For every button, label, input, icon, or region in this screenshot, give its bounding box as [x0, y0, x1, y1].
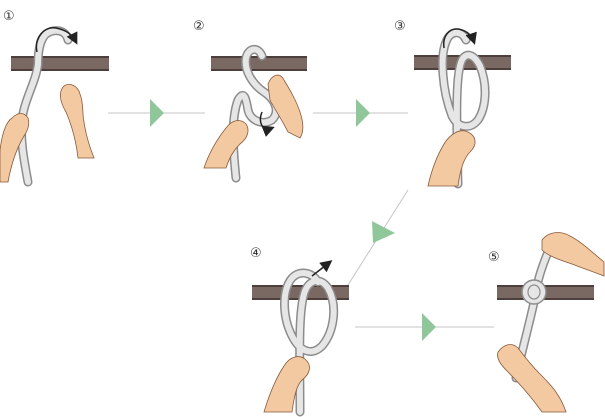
connector-4-5: [355, 313, 494, 341]
hand-left: [0, 113, 30, 183]
step-3-illustration: ③: [394, 19, 511, 189]
step-number-3: ③: [394, 19, 406, 34]
knot: [521, 279, 547, 305]
connector-arrow-2-3: [356, 99, 370, 127]
step-number-5: ⑤: [488, 250, 500, 265]
hand: [263, 356, 310, 413]
hand-right: [267, 74, 304, 139]
hand: [427, 130, 476, 187]
step-5-illustration: ⑤: [488, 232, 605, 413]
motion-arrow: [35, 27, 78, 53]
bar: [211, 56, 307, 71]
bar: [11, 56, 109, 71]
motion-arrow: [443, 28, 477, 49]
step-4-illustration: ④: [250, 246, 349, 417]
hand-right: [60, 84, 95, 159]
hand-bottom: [497, 344, 567, 413]
connector-1-2: [108, 99, 205, 127]
step-number-2: ②: [193, 19, 205, 34]
step-1-illustration: ①: [0, 9, 109, 187]
hand-top: [541, 232, 605, 277]
hand-left: [203, 120, 249, 169]
connector-3-4: [347, 189, 409, 286]
connector-arrow-1-2: [150, 99, 164, 127]
rope: [17, 26, 73, 187]
connector-arrow-3-4: [372, 221, 395, 243]
connector-arrow-4-5: [422, 313, 436, 341]
step-2-illustration: ②: [193, 19, 307, 183]
connector-2-3: [313, 99, 408, 127]
step-number-1: ①: [3, 9, 15, 24]
motion-arrow: [311, 260, 333, 277]
motion-arrow: [259, 111, 275, 137]
step-number-4: ④: [250, 246, 262, 261]
